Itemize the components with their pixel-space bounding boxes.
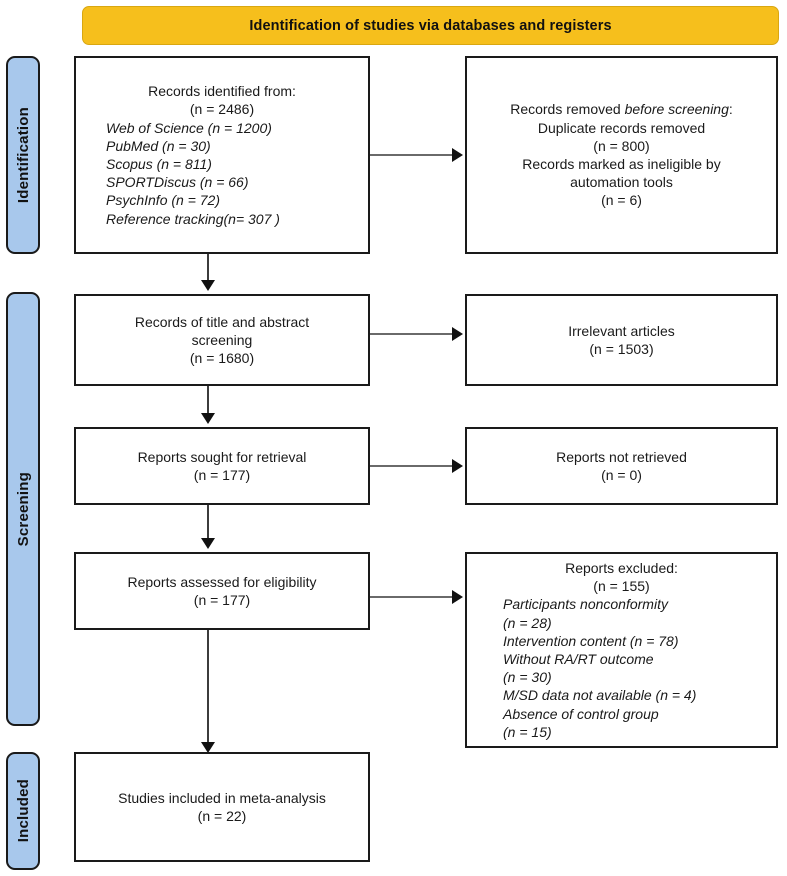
records-removed-heading-emphasis: before screening	[624, 101, 729, 118]
connector-screening-to-sought	[207, 386, 209, 415]
node-records-removed: Records removed before screening: Duplic…	[465, 56, 778, 254]
node-irrelevant-articles: Irrelevant articles (n = 1503)	[465, 294, 778, 386]
connector-identified-to-removed	[370, 154, 456, 156]
phase-label-included: Included	[14, 779, 32, 843]
connector-screening-to-sought-arrowhead	[201, 413, 215, 424]
reports-not-retrieved-line-1: Reports not retrieved	[556, 448, 687, 465]
node-records-identified: Records identified from: (n = 2486) Web …	[74, 56, 370, 254]
records-identified-line-2: (n = 2486)	[189, 101, 255, 118]
records-identified-source-scopus: Scopus (n = 811)	[106, 156, 212, 172]
reports-excluded-reason-outcome-count: (n = 30)	[503, 669, 552, 686]
reports-assessed-line-1: Reports assessed for eligibility	[127, 573, 317, 590]
records-removed-heading-prefix: Records removed	[510, 101, 625, 118]
irrelevant-articles-line-2: (n = 1503)	[589, 341, 654, 357]
node-reports-not-retrieved: Reports not retrieved (n = 0)	[465, 427, 778, 505]
node-studies-included: Studies included in meta-analysis (n = 2…	[74, 752, 370, 862]
connector-assessed-to-excluded-arrowhead	[452, 590, 463, 604]
records-identified-line-1: Records identified from:	[148, 83, 296, 100]
node-reports-sought: Reports sought for retrieval (n = 177)	[74, 427, 370, 505]
records-identified-source-reference-tracking: Reference tracking(n= 307 )	[106, 210, 280, 227]
reports-assessed-line-2: (n = 177)	[193, 592, 251, 608]
connector-assessed-to-included	[207, 630, 209, 744]
connector-assessed-to-excluded	[370, 596, 456, 598]
reports-sought-line-1: Reports sought for retrieval	[137, 448, 307, 465]
reports-excluded-line-2: (n = 155)	[593, 578, 650, 595]
reports-excluded-reason-participants: Participants nonconformity	[503, 596, 668, 613]
connector-sought-to-not-retrieved	[370, 465, 456, 467]
irrelevant-articles-line-1: Irrelevant articles	[568, 322, 675, 339]
connector-sought-to-not-retrieved-arrowhead	[452, 459, 463, 473]
connector-sought-to-assessed	[207, 505, 209, 540]
connector-screening-to-irrelevant	[370, 333, 456, 335]
title-abstract-screening-line-1: Records of title and abstract	[134, 313, 310, 330]
title-abstract-screening-line-2: screening	[191, 331, 253, 348]
studies-included-line-1: Studies included in meta-analysis	[118, 789, 326, 806]
phase-rail-identification: Identification	[6, 56, 40, 254]
reports-excluded-reason-outcome: Without RA/RT outcome	[503, 651, 654, 667]
records-removed-heading-suffix: :	[728, 101, 733, 118]
reports-excluded-reason-participants-count: (n = 28)	[503, 614, 552, 631]
studies-included-line-2: (n = 22)	[197, 808, 247, 824]
connector-sought-to-assessed-arrowhead	[201, 538, 215, 549]
records-identified-source-web-of-science: Web of Science (n = 1200)	[106, 119, 272, 136]
records-removed-line-3: (n = 800)	[593, 137, 650, 154]
phase-rail-included: Included	[6, 752, 40, 870]
records-removed-line-2: Duplicate records removed	[537, 119, 706, 136]
phase-rail-screening: Screening	[6, 292, 40, 726]
connector-screening-to-irrelevant-arrowhead	[452, 327, 463, 341]
reports-excluded-reason-msd: M/SD data not available (n = 4)	[503, 687, 697, 704]
records-removed-line-6: (n = 6)	[601, 192, 642, 209]
connector-identified-to-screening	[207, 254, 209, 282]
records-identified-source-psychinfo: PsychInfo (n = 72)	[106, 192, 221, 209]
node-reports-excluded: Reports excluded: (n = 155) Participants…	[465, 552, 778, 748]
records-removed-line-4: Records marked as ineligible by	[522, 156, 721, 172]
reports-excluded-line-1: Reports excluded:	[565, 560, 678, 577]
reports-excluded-reason-intervention: Intervention content (n = 78)	[503, 632, 679, 649]
identification-banner: Identification of studies via databases …	[82, 6, 779, 45]
connector-identified-to-removed-arrowhead	[452, 148, 463, 162]
title-abstract-screening-line-3: (n = 1680)	[189, 350, 255, 367]
reports-excluded-reason-control-group-count: (n = 15)	[503, 723, 552, 740]
records-identified-source-pubmed: PubMed (n = 30)	[106, 137, 211, 154]
reports-sought-line-2: (n = 177)	[193, 467, 251, 483]
records-identified-source-sportdiscus: SPORTDiscus (n = 66)	[106, 174, 249, 191]
connector-assessed-to-included-arrowhead	[201, 742, 215, 753]
reports-not-retrieved-line-2: (n = 0)	[601, 467, 642, 483]
phase-label-screening: Screening	[14, 471, 32, 547]
records-removed-heading: Records removed before screening:	[475, 100, 768, 118]
records-removed-line-5: automation tools	[570, 174, 673, 191]
reports-excluded-reason-control-group: Absence of control group	[503, 705, 659, 722]
phase-label-identification: Identification	[14, 106, 32, 204]
node-reports-assessed: Reports assessed for eligibility (n = 17…	[74, 552, 370, 630]
banner-title: Identification of studies via databases …	[249, 17, 612, 34]
connector-identified-to-screening-arrowhead	[201, 280, 215, 291]
node-title-abstract-screening: Records of title and abstract screening …	[74, 294, 370, 386]
